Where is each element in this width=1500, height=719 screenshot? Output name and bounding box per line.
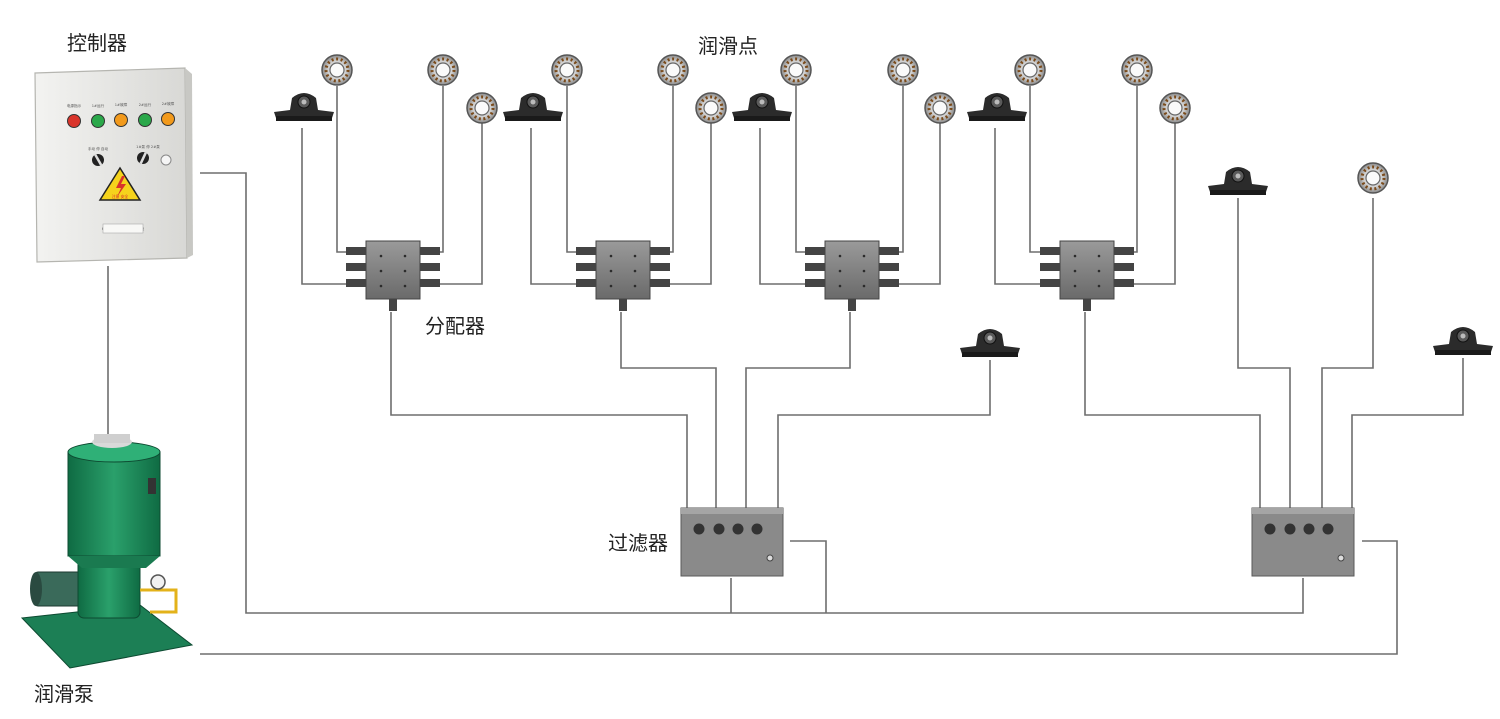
bearing-icon	[1158, 91, 1192, 125]
lube-points	[273, 53, 1494, 358]
pillow-block-icon	[959, 328, 1021, 358]
lubrication-pump	[20, 434, 194, 669]
bearing-icon	[1013, 53, 1047, 87]
controller-cabinet: 电源指示 1#运行 1#故障 2#运行 2#故障 手动 停 自动 1#泵 停 2…	[34, 67, 193, 263]
bearing-icon	[1356, 161, 1390, 195]
bearing-icon	[779, 53, 813, 87]
warning-sign-text: 注意 安全	[112, 194, 129, 199]
lamp-caption-fault-2: 2#故障	[162, 101, 175, 106]
lube-points-label: 润滑点	[698, 34, 758, 58]
switch-caption-mode: 手动 停 自动	[88, 146, 109, 151]
lamp-caption-run-1: 1#运行	[92, 103, 105, 108]
bearing-icon	[550, 53, 584, 87]
nameplate-plate	[102, 223, 144, 234]
warning-sign-icon: 注意 安全	[98, 166, 142, 201]
pillow-block-icon	[1432, 326, 1494, 356]
lamp-caption-power: 电源指示	[67, 103, 82, 108]
filter-label: 过滤器	[608, 531, 668, 555]
filter-2	[1251, 507, 1355, 577]
bearing-icon	[656, 53, 690, 87]
filter-1	[680, 507, 784, 577]
pillow-block-icon	[966, 92, 1028, 122]
bearing-icon	[426, 53, 460, 87]
distributor-label: 分配器	[425, 314, 485, 338]
lamp-caption-fault-1: 1#故障	[115, 102, 128, 107]
pillow-block-icon	[731, 92, 793, 122]
bearing-icon	[694, 91, 728, 125]
bearing-icon	[923, 91, 957, 125]
pillow-block-icon	[1207, 166, 1269, 196]
bearing-icon	[320, 53, 354, 87]
distributor-blocks	[346, 240, 1134, 311]
bearing-icon	[886, 53, 920, 87]
distributor-4	[1040, 240, 1134, 311]
pillow-block-icon	[273, 92, 335, 122]
selector-switch-icon	[92, 152, 172, 166]
switch-caption-pump: 1#泵 停 2#泵	[136, 144, 160, 149]
pillow-block-icon	[502, 92, 564, 122]
pump-label: 润滑泵	[34, 682, 94, 706]
bearing-icon	[1120, 53, 1154, 87]
indicator-lamps	[67, 112, 175, 128]
distributor-3	[805, 240, 899, 311]
distributor-2	[576, 240, 670, 311]
lamp-caption-run-2: 2#运行	[139, 102, 152, 107]
filter-units	[680, 507, 1355, 577]
controller-label: 控制器	[67, 31, 127, 55]
bearing-icon	[465, 91, 499, 125]
distributor-1	[346, 240, 440, 311]
